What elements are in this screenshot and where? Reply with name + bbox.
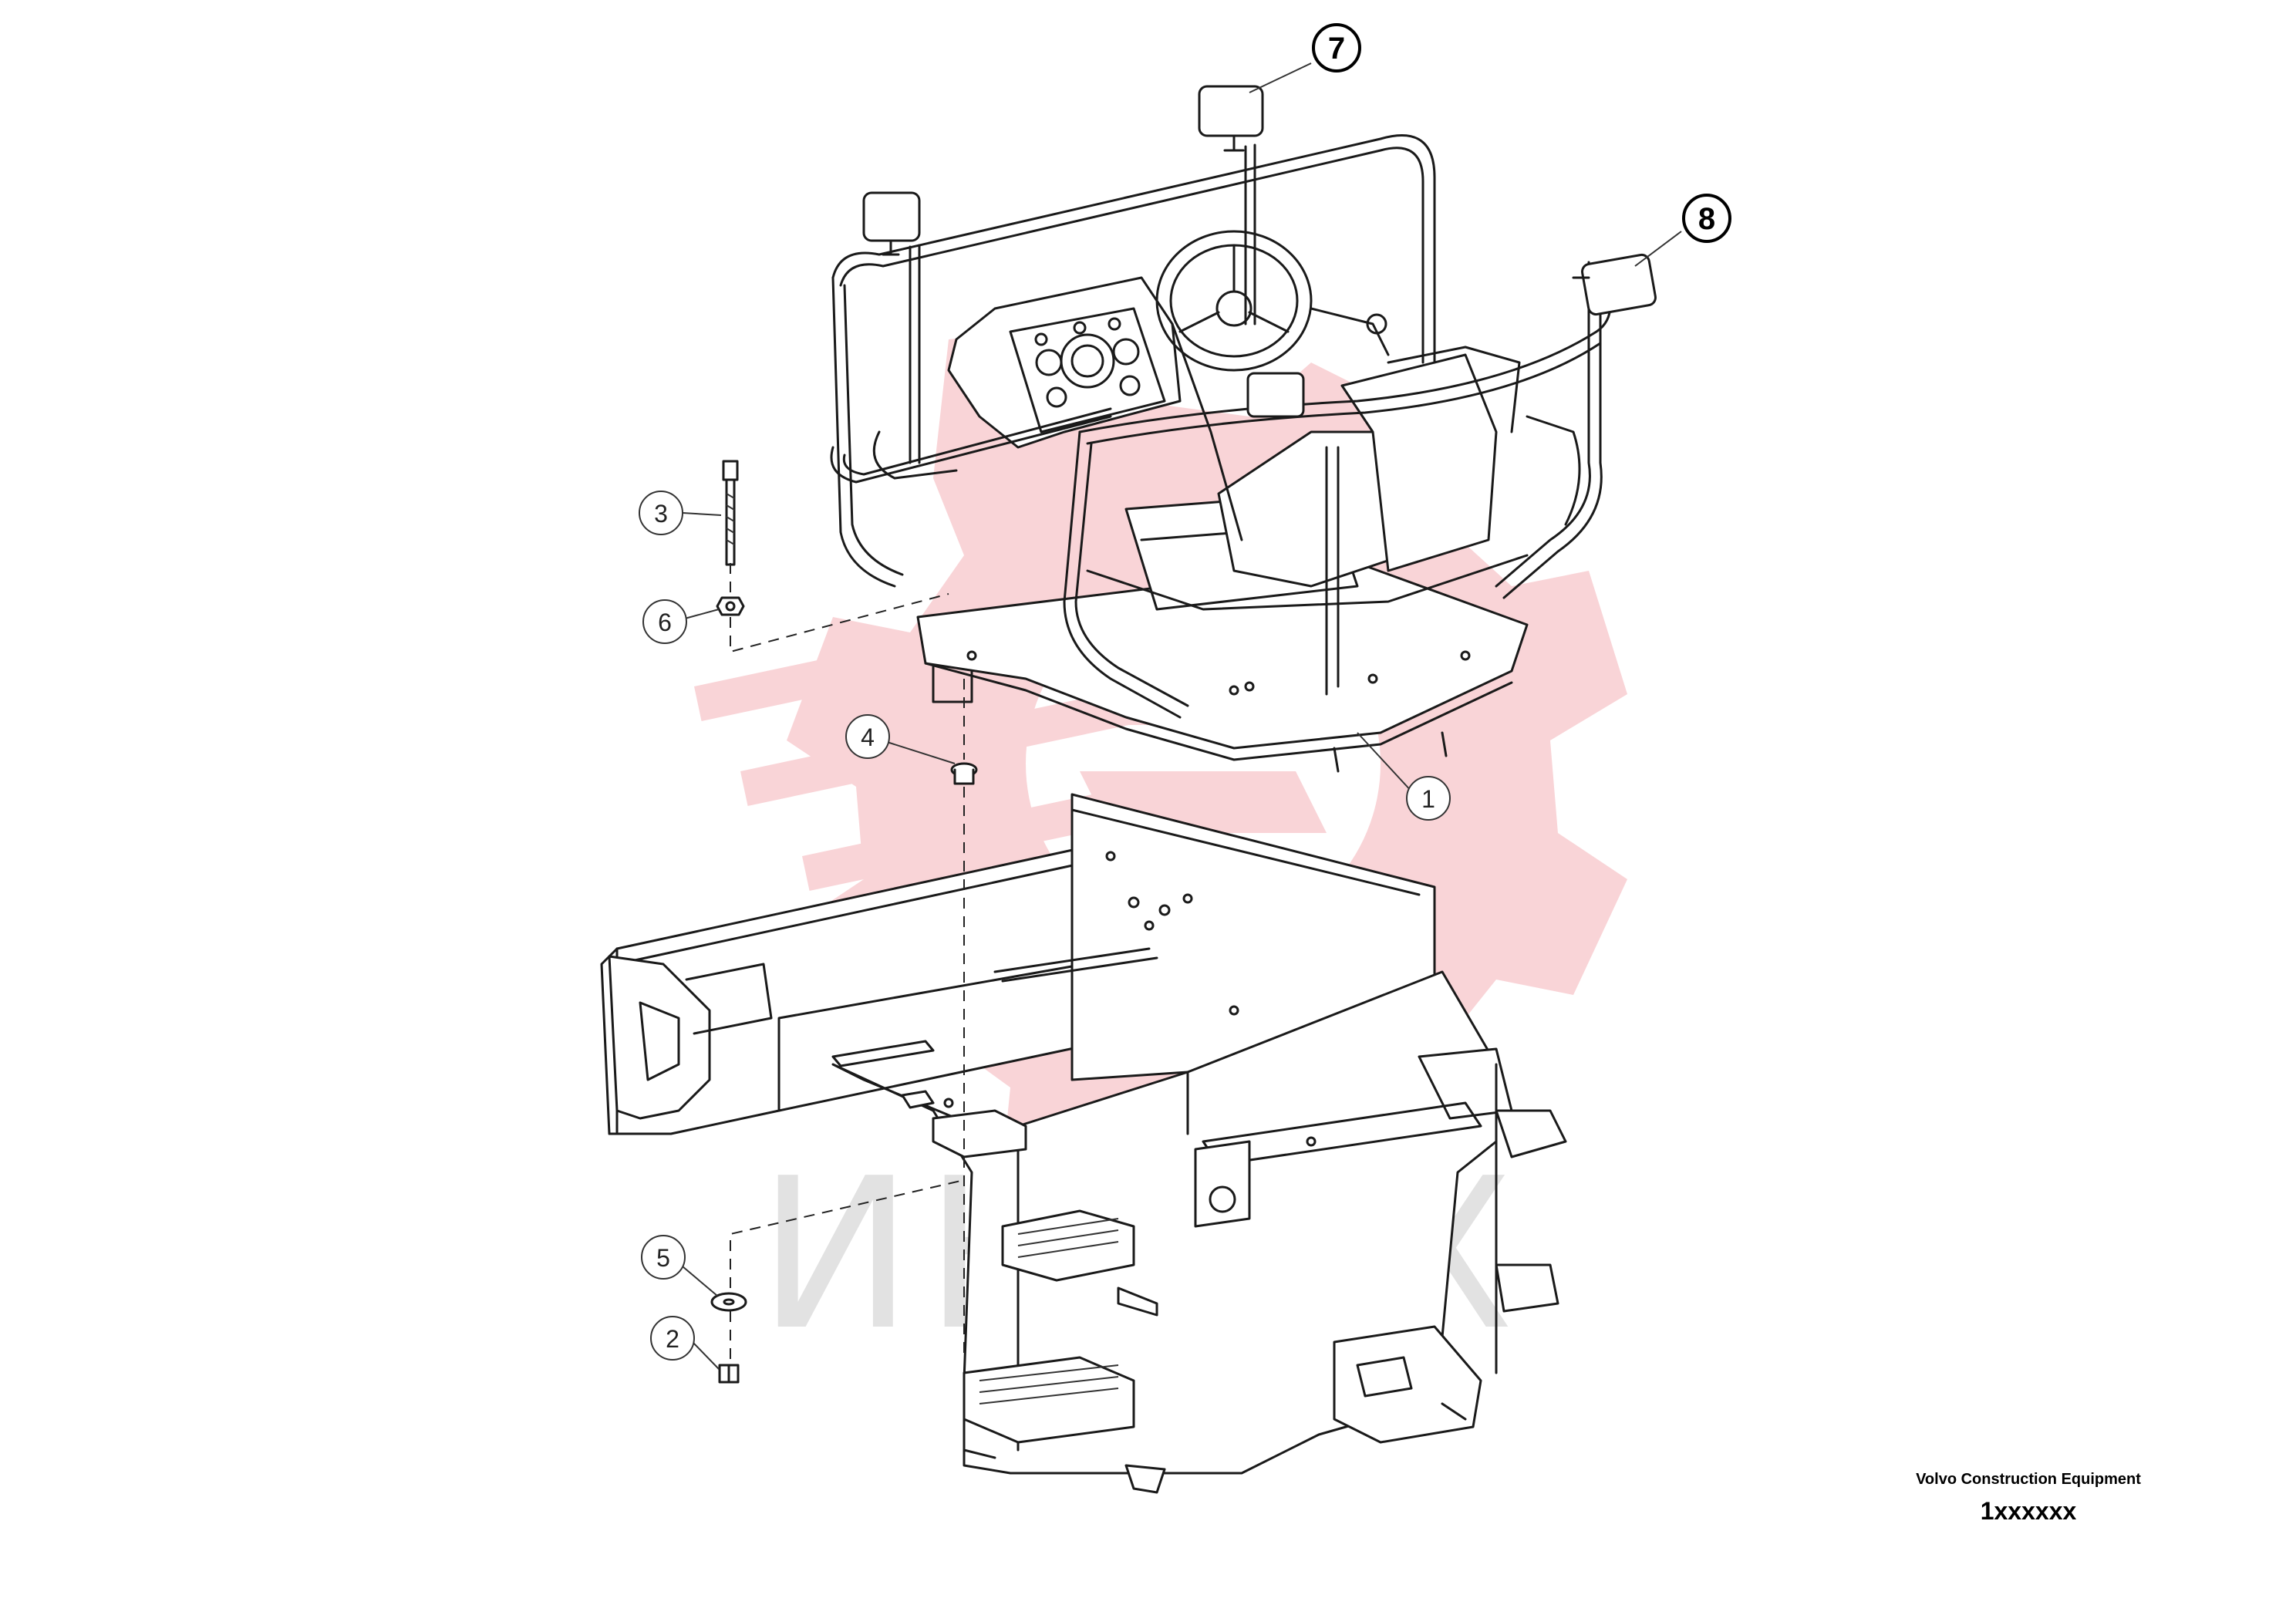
leader-line-8 bbox=[1634, 231, 1682, 267]
operator-platform bbox=[830, 85, 1657, 773]
step-right bbox=[1495, 1063, 1567, 1374]
callout-6-label: 6 bbox=[658, 609, 672, 636]
callout-7-label: 7 bbox=[1328, 32, 1345, 66]
step-upper-left bbox=[1001, 1209, 1135, 1282]
step-lower-left bbox=[963, 1356, 1135, 1459]
company-name: Volvo Construction Equipment bbox=[1916, 1471, 2141, 1488]
leader-line-4 bbox=[886, 741, 956, 764]
leader-line-3 bbox=[682, 512, 722, 516]
leader-line-5 bbox=[682, 1266, 718, 1297]
drawing-number: 1xxxxxx bbox=[1980, 1497, 2077, 1525]
callout-2: 2 bbox=[650, 1316, 695, 1361]
leader-line-6 bbox=[684, 609, 720, 619]
callout-5-label: 5 bbox=[656, 1244, 670, 1272]
callout-4: 4 bbox=[845, 714, 890, 759]
work-light-right bbox=[1572, 253, 1657, 316]
bolt-3 bbox=[722, 460, 739, 566]
callout-2-label: 2 bbox=[666, 1325, 679, 1353]
callout-6: 6 bbox=[642, 599, 687, 644]
nut-6 bbox=[716, 596, 745, 616]
assembly-line-washer bbox=[730, 1179, 965, 1361]
frame-chassis bbox=[600, 793, 1567, 1494]
leader-line-1 bbox=[1357, 732, 1414, 794]
callout-7: 7 bbox=[1312, 23, 1361, 73]
washer-5 bbox=[710, 1292, 747, 1312]
work-light-rear-left bbox=[862, 191, 921, 256]
callout-8-label: 8 bbox=[1698, 202, 1715, 236]
leader-line-7 bbox=[1249, 62, 1312, 93]
title-block: Volvo Construction Equipment 1xxxxxx bbox=[1913, 1469, 2144, 1526]
work-light-front bbox=[1246, 372, 1305, 418]
spacer-4 bbox=[950, 762, 978, 785]
leader-line-2 bbox=[692, 1341, 720, 1370]
work-light-rear-center bbox=[1198, 85, 1264, 152]
callout-1-label: 1 bbox=[1421, 785, 1435, 813]
callout-4-label: 4 bbox=[861, 723, 875, 751]
callout-5: 5 bbox=[641, 1235, 686, 1280]
callout-3-label: 3 bbox=[654, 500, 668, 528]
nut-2 bbox=[718, 1364, 740, 1384]
callout-1: 1 bbox=[1406, 776, 1451, 821]
callout-3: 3 bbox=[639, 491, 683, 535]
callout-8: 8 bbox=[1682, 194, 1731, 243]
assembly-line-bolt bbox=[730, 563, 949, 653]
